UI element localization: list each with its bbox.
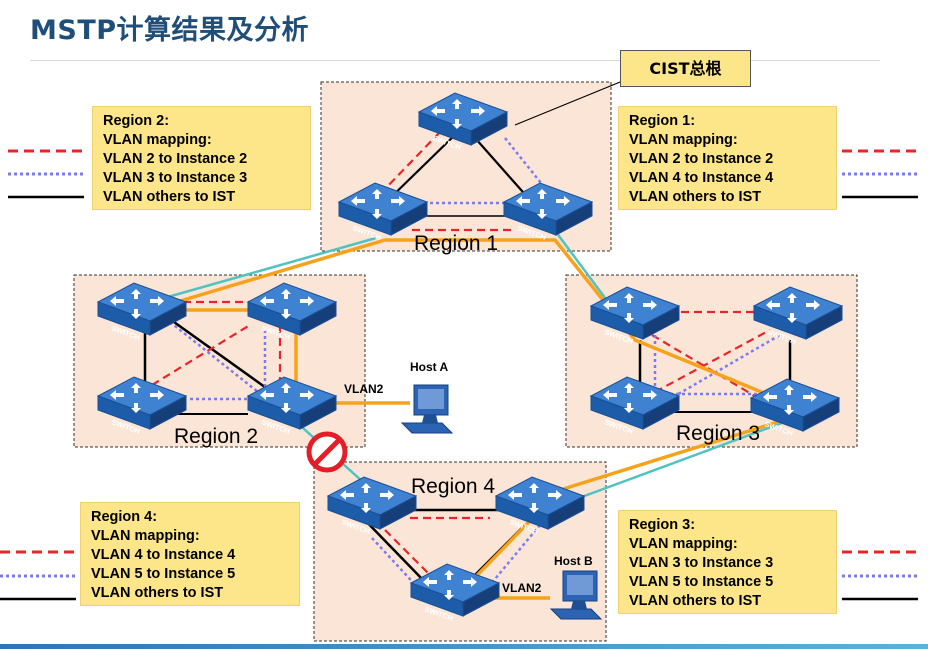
- legend-lines: [0, 149, 918, 601]
- host-b-vlan-label: VLAN2: [502, 581, 542, 595]
- note-line: VLAN others to IST: [103, 189, 236, 205]
- note-line: VLAN mapping:: [103, 132, 212, 148]
- note-line: VLAN mapping:: [91, 528, 200, 544]
- region-1-label: Region 1: [414, 232, 498, 255]
- note-line: VLAN 2 to Instance 2: [629, 151, 774, 167]
- note-line: VLAN 3 to Instance 3: [629, 555, 774, 571]
- region-4-note: Region 4: VLAN mapping: VLAN 4 to Instan…: [80, 502, 300, 606]
- vlan2-path: [148, 238, 812, 600]
- region-4-label: Region 4: [411, 475, 495, 498]
- host-a-label: Host A: [410, 360, 449, 374]
- cist-root-callout: CIST总根: [620, 50, 751, 87]
- page-title: MSTP计算结果及分析: [30, 15, 310, 46]
- blocked-port-icon: [306, 431, 348, 473]
- note-line: Region 4:: [91, 509, 158, 525]
- note-line: VLAN 3 to Instance 3: [103, 170, 248, 186]
- note-line: Region 2:: [103, 113, 170, 129]
- note-line: VLAN 5 to Instance 5: [629, 574, 774, 590]
- note-line: VLAN others to IST: [629, 189, 762, 205]
- region-2-note: Region 2: VLAN mapping: VLAN 2 to Instan…: [92, 106, 311, 210]
- region-2-label: Region 2: [174, 425, 258, 448]
- region-3-label: Region 3: [676, 422, 760, 445]
- note-line: Region 1:: [629, 113, 696, 129]
- note-line: Region 3:: [629, 517, 696, 533]
- note-line: VLAN others to IST: [91, 585, 224, 601]
- note-line: VLAN 4 to Instance 4: [91, 547, 236, 563]
- note-line: VLAN mapping:: [629, 132, 738, 148]
- cist-pointer: [514, 79, 626, 126]
- note-line: VLAN 2 to Instance 2: [103, 151, 248, 167]
- note-line: VLAN 4 to Instance 4: [629, 170, 774, 186]
- title-divider: [30, 60, 880, 61]
- note-line: VLAN mapping:: [629, 536, 738, 552]
- region-3-note: Region 3: VLAN mapping: VLAN 3 to Instan…: [618, 510, 837, 614]
- note-line: VLAN 5 to Instance 5: [91, 566, 236, 582]
- host-a-vlan-label: VLAN2: [344, 382, 384, 396]
- region-2-links: [143, 300, 282, 415]
- footer-bar: [0, 644, 928, 649]
- host-b-label: Host B: [554, 554, 593, 568]
- region-1-note: Region 1: VLAN mapping: VLAN 2 to Instan…: [618, 106, 837, 210]
- host-b-icon: [549, 570, 603, 620]
- host-a-icon: [400, 384, 454, 434]
- note-line: VLAN others to IST: [629, 593, 762, 609]
